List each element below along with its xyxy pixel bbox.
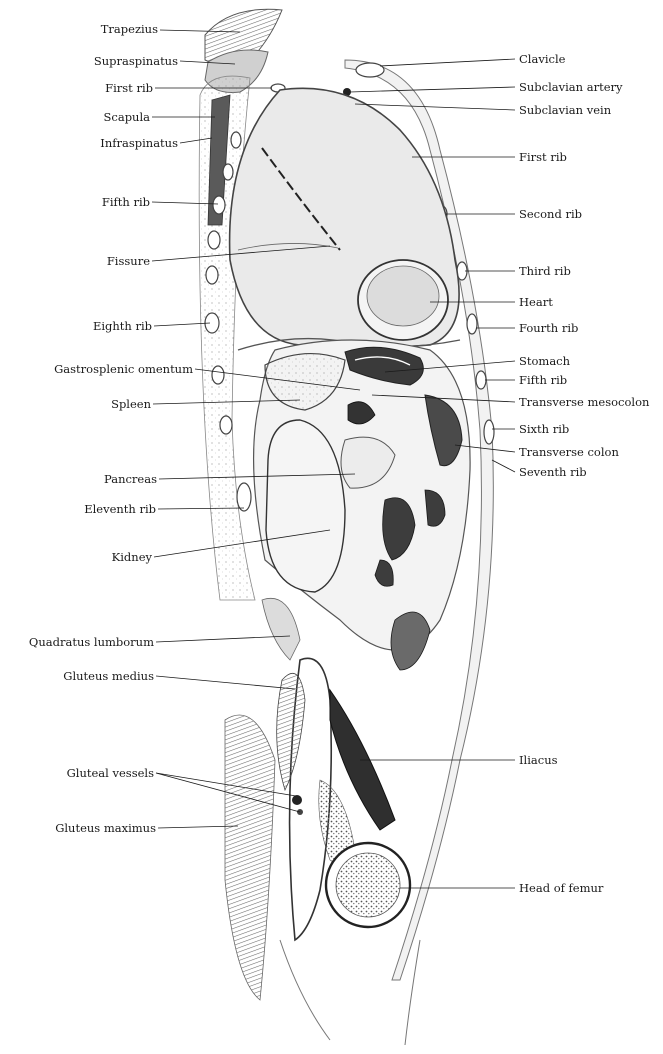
- label-quadratus-lumborum: Quadratus lumborum: [29, 635, 154, 649]
- femoral-head-marrow: [336, 853, 400, 917]
- label-eighth-rib: Eighth rib: [93, 319, 152, 333]
- label-stomach: Stomach: [519, 354, 570, 368]
- label-second-rib: Second rib: [519, 207, 582, 221]
- label-sixth-rib: Sixth rib: [519, 422, 569, 436]
- label-gluteal-vessels: Gluteal vessels: [67, 766, 154, 780]
- clavicle-shape: [356, 63, 384, 77]
- thigh-outline: [280, 940, 420, 1045]
- gluteal-vessel-1: [292, 795, 302, 805]
- label-third-rib: Third rib: [519, 264, 571, 278]
- label-kidney: Kidney: [112, 550, 152, 564]
- label-fourth-rib: Fourth rib: [519, 321, 578, 335]
- label-fifth-rib-left: Fifth rib: [102, 195, 150, 209]
- label-seventh-rib: Seventh rib: [519, 465, 587, 479]
- label-gluteus-maximus: Gluteus maximus: [55, 821, 156, 835]
- label-gluteus-medius: Gluteus medius: [63, 669, 154, 683]
- label-pancreas: Pancreas: [104, 472, 157, 486]
- label-gastrosplenic-omentum: Gastrosplenic omentum: [54, 362, 193, 376]
- label-transverse-colon: Transverse colon: [519, 445, 619, 459]
- label-iliacus: Iliacus: [519, 753, 558, 767]
- label-fissure: Fissure: [107, 254, 150, 268]
- label-subclavian-artery: Subclavian artery: [519, 80, 623, 94]
- label-fifth-rib-right: Fifth rib: [519, 373, 567, 387]
- label-supraspinatus: Supraspinatus: [94, 54, 178, 68]
- label-spleen: Spleen: [111, 397, 151, 411]
- label-eleventh-rib: Eleventh rib: [84, 502, 156, 516]
- quadratus-lumborum-shape: [262, 598, 300, 660]
- label-first-rib-left: First rib: [105, 81, 153, 95]
- label-scapula: Scapula: [104, 110, 150, 124]
- label-head-of-femur: Head of femur: [519, 881, 603, 895]
- label-subclavian-vein: Subclavian vein: [519, 103, 611, 117]
- label-clavicle: Clavicle: [519, 52, 565, 66]
- label-trapezius: Trapezius: [101, 22, 158, 36]
- label-infraspinatus: Infraspinatus: [100, 136, 178, 150]
- label-transverse-mesocolon: Transverse mesocolon: [519, 395, 649, 409]
- label-first-rib-right: First rib: [519, 150, 567, 164]
- gluteus-maximus-shape: [225, 715, 275, 1000]
- label-heart: Heart: [519, 295, 553, 309]
